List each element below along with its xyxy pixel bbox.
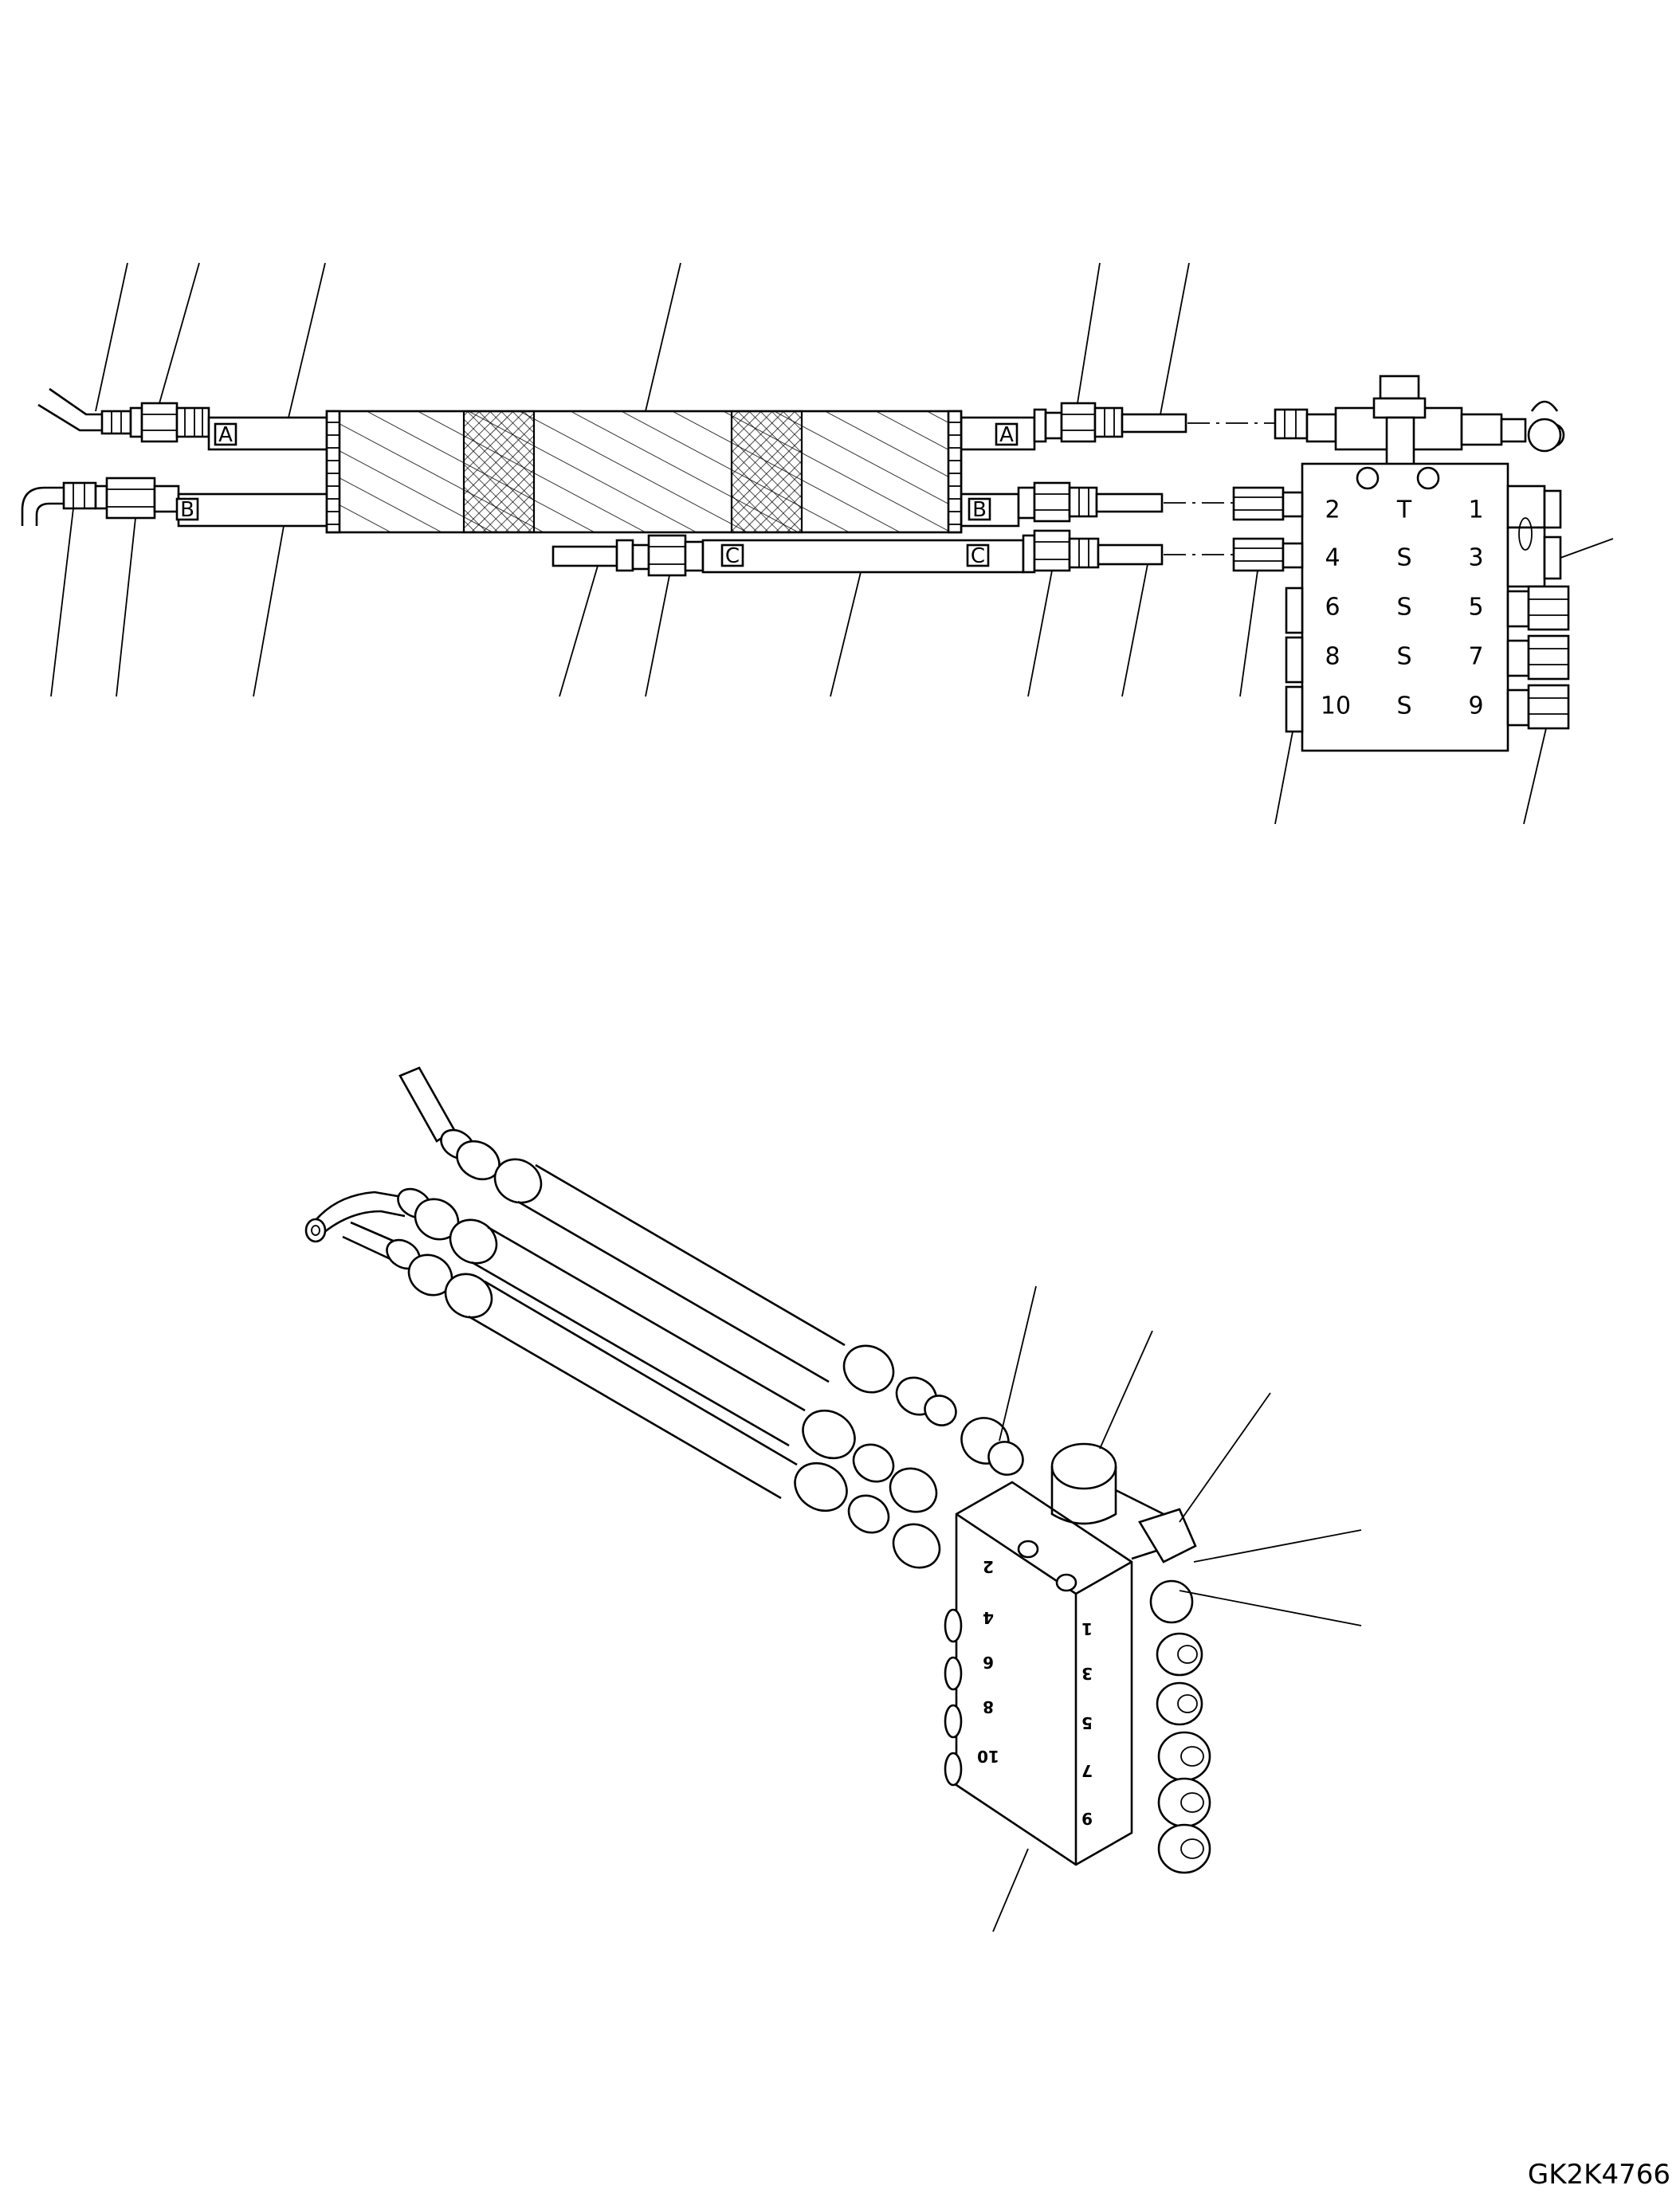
iso-port-label-3: 3 — [1081, 1664, 1093, 1683]
port-label-s-1: S — [1396, 544, 1411, 572]
port-label-s-3: S — [1396, 643, 1411, 671]
port-label-6: 6 — [1325, 594, 1340, 622]
hose-c: C C — [551, 529, 1234, 577]
iso-port-label-1: 1 — [1081, 1619, 1093, 1638]
iso-port-label-8: 8 — [983, 1697, 994, 1716]
hose-b: B B — [21, 477, 1234, 528]
hose-label-b-left: B — [180, 498, 194, 522]
port-label-5: 5 — [1468, 594, 1483, 622]
iso-port-label-2: 2 — [983, 1557, 994, 1576]
hose-label-a-left: A — [218, 423, 233, 447]
leader-lines-iso — [992, 1285, 1362, 1932]
port-label-t: T — [1396, 496, 1412, 524]
port-label-4: 4 — [1325, 544, 1340, 572]
manifold-block: 2 T 1 4 S 3 6 S 5 8 S 7 10 S 9 — [1232, 375, 1570, 752]
port-label-9: 9 — [1468, 692, 1483, 720]
port-label-1: 1 — [1468, 496, 1483, 524]
iso-manifold-block: 2 4 6 8 10 1 3 5 7 9 — [944, 1442, 1211, 1874]
iso-port-label-9: 9 — [1081, 1809, 1093, 1828]
hose-bundle-protector — [325, 410, 963, 534]
hose-label-b-right: B — [972, 498, 987, 522]
hose-label-a-right: A — [999, 423, 1014, 447]
port-label-7: 7 — [1468, 643, 1483, 671]
port-label-8: 8 — [1325, 643, 1340, 671]
port-label-10: 10 — [1321, 692, 1351, 720]
hose-a: A A — [37, 387, 1275, 451]
hose-label-c-right: C — [971, 544, 985, 568]
iso-port-label-7: 7 — [1081, 1761, 1093, 1780]
iso-hose-middle — [304, 1187, 938, 1513]
port-label-s-2: S — [1396, 594, 1411, 622]
leader-lines-top — [50, 262, 1614, 825]
iso-hose-lower — [342, 1221, 941, 1569]
iso-port-label-6: 6 — [983, 1653, 994, 1672]
iso-port-label-4: 4 — [983, 1608, 994, 1627]
port-label-2: 2 — [1325, 496, 1340, 524]
iso-port-label-5: 5 — [1081, 1713, 1093, 1732]
port-label-3: 3 — [1468, 544, 1483, 572]
hose-label-c-left: C — [725, 544, 740, 568]
iso-hose-upper — [398, 1066, 1024, 1476]
port-label-s-4: S — [1396, 692, 1411, 720]
drawing-code: GK2K4766 — [1528, 2159, 1670, 2191]
top-view: A A B B — [21, 262, 1614, 825]
iso-port-label-10: 10 — [977, 1747, 999, 1766]
isometric-view: 2 4 6 8 10 1 3 5 7 9 — [304, 1066, 1362, 1932]
